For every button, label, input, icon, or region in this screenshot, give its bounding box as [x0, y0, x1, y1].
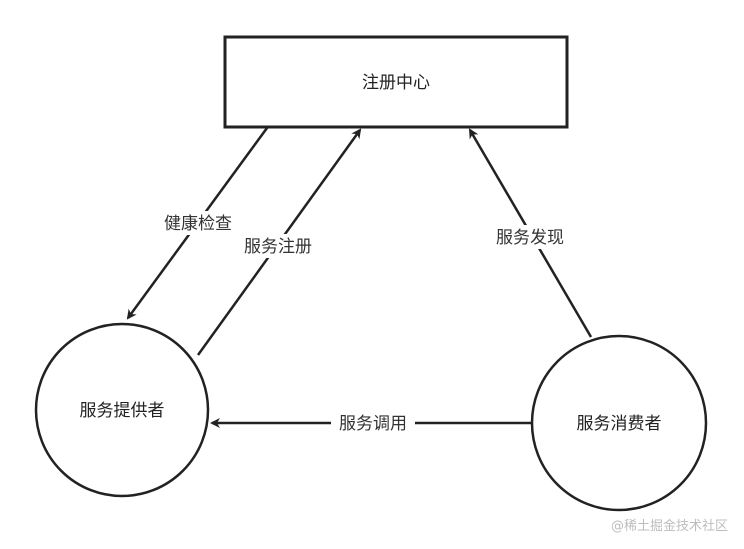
- registry-label: 注册中心: [362, 73, 430, 93]
- health-check-edge: 健康检查: [126, 127, 269, 320]
- consumer-label: 服务消费者: [577, 414, 662, 434]
- registry-node: 注册中心: [223, 35, 569, 129]
- provider-node: 服务提供者: [34, 322, 210, 498]
- discovery-label-bg: [488, 225, 572, 249]
- discovery-label: 服务发现: [496, 228, 564, 248]
- register-label-bg: [236, 234, 320, 258]
- register-label: 服务注册: [244, 237, 312, 257]
- invoke-edge: 服务调用: [210, 411, 532, 435]
- invoke-label-bg: [331, 411, 415, 435]
- health-check-label: 健康检查: [164, 214, 232, 234]
- health-check-label-bg: [156, 211, 240, 235]
- provider-circle: [34, 322, 210, 498]
- consumer-node: 服务消费者: [530, 334, 708, 512]
- invoke-label: 服务调用: [339, 414, 407, 434]
- discovery-edge: 服务发现: [468, 128, 593, 338]
- registry-box: [223, 35, 569, 129]
- provider-label: 服务提供者: [80, 401, 165, 421]
- register-edge: 服务注册: [196, 128, 362, 356]
- watermark: @稀土掘金技术社区: [611, 518, 728, 534]
